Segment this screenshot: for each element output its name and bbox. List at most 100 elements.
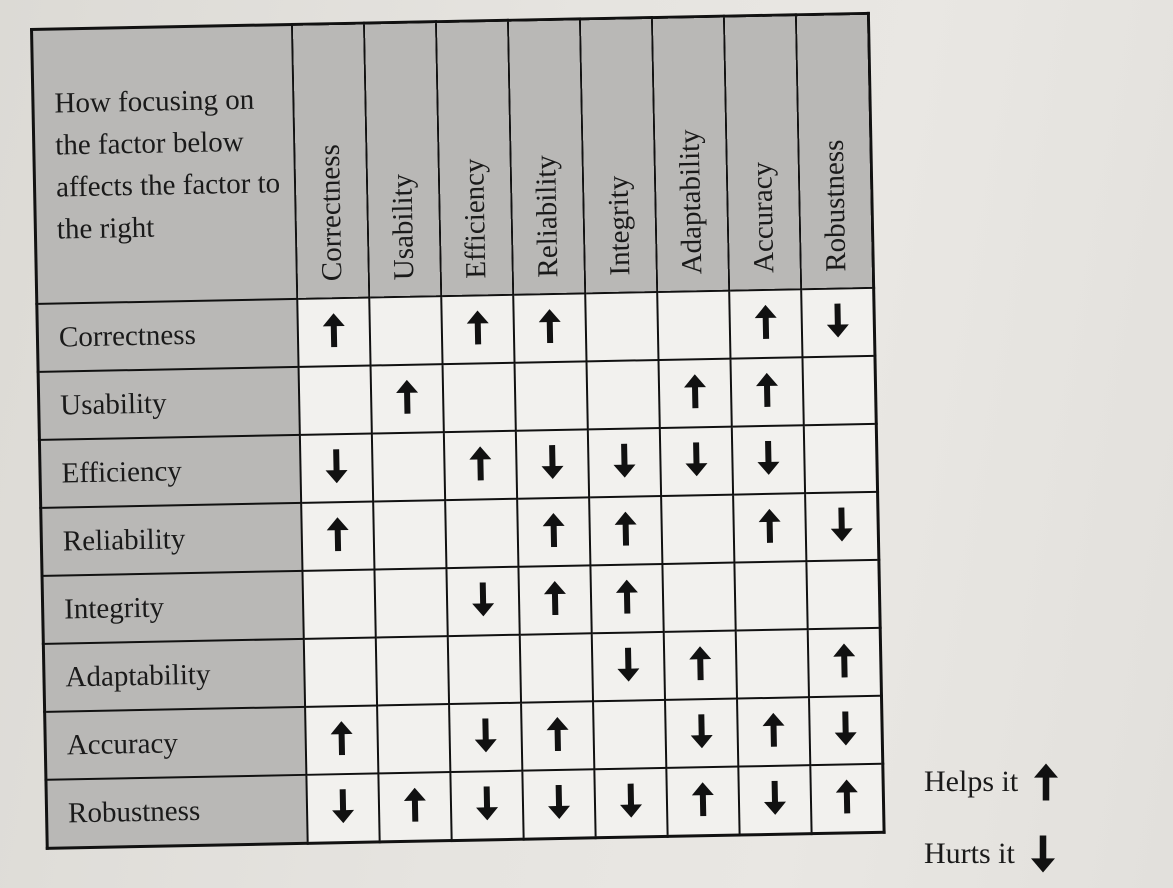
matrix-cell xyxy=(447,634,522,705)
matrix-cell xyxy=(593,699,667,770)
arrow-up-icon xyxy=(833,642,856,678)
matrix-cell xyxy=(665,698,739,768)
matrix-cell xyxy=(666,766,740,837)
arrow-up-icon xyxy=(538,308,561,343)
matrix-cell xyxy=(805,491,879,562)
matrix-cell xyxy=(378,772,452,842)
matrix-row-usability: Usability xyxy=(38,355,877,440)
matrix-cell xyxy=(515,429,590,499)
arrow-up-icon xyxy=(684,373,707,408)
legend-helps: Helps it xyxy=(924,762,1059,802)
column-header-adaptability: Adaptability xyxy=(651,16,730,293)
arrow-up-icon xyxy=(546,716,569,751)
arrow-down-icon xyxy=(685,441,708,476)
arrow-up-icon xyxy=(403,787,426,822)
arrow-down-icon xyxy=(826,302,849,338)
arrow-down-icon xyxy=(690,713,713,748)
matrix-cell xyxy=(443,430,518,501)
arrow-down-icon xyxy=(548,784,571,819)
matrix-cell xyxy=(586,359,660,430)
arrow-down-icon xyxy=(834,710,857,745)
arrow-down-icon xyxy=(541,444,564,479)
matrix-cell xyxy=(449,702,523,773)
arrow-down-icon xyxy=(1030,835,1055,873)
arrow-up-icon xyxy=(689,645,712,680)
matrix-cell xyxy=(738,765,812,836)
matrix-cell xyxy=(373,500,447,570)
matrix-table: How focusing on the factor below affects… xyxy=(30,11,886,850)
matrix-cell xyxy=(729,289,803,359)
matrix-cell xyxy=(734,561,808,631)
matrix-cell xyxy=(731,425,806,495)
matrix-cell xyxy=(589,495,663,566)
matrix-cell xyxy=(730,357,804,427)
arrow-down-icon xyxy=(757,440,780,475)
matrix-cell xyxy=(519,633,594,703)
matrix-cell xyxy=(299,433,374,503)
row-header-label: Adaptability xyxy=(43,638,306,712)
matrix-cell xyxy=(513,293,587,363)
matrix-cell xyxy=(807,627,882,698)
matrix-cell xyxy=(663,630,738,700)
arrow-up-icon xyxy=(835,778,858,814)
arrow-up-icon xyxy=(614,511,637,546)
matrix-cell xyxy=(442,362,516,433)
matrix-cell xyxy=(369,296,443,366)
matrix-cell xyxy=(657,290,731,360)
row-header-label: Accuracy xyxy=(44,706,307,780)
matrix-cell xyxy=(370,364,444,434)
matrix-row-robustness: Robustness xyxy=(45,763,885,849)
column-header-label: Integrity xyxy=(602,175,637,277)
arrow-up-icon xyxy=(615,579,638,614)
arrow-up-icon xyxy=(326,516,349,551)
matrix-row-accuracy: Accuracy xyxy=(44,695,883,780)
arrow-up-icon xyxy=(469,445,492,480)
arrow-down-icon xyxy=(476,785,499,820)
column-header-efficiency: Efficiency xyxy=(435,20,514,297)
arrow-up-icon xyxy=(754,304,777,339)
matrix-cell xyxy=(801,287,875,358)
row-header-label: Usability xyxy=(38,366,300,440)
factor-matrix: How focusing on the factor below affects… xyxy=(30,11,886,850)
matrix-cell xyxy=(658,358,732,428)
column-header-label: Accuracy xyxy=(746,161,781,274)
arrow-down-icon xyxy=(620,783,643,818)
corner-label: How focusing on the factor below affects… xyxy=(54,83,281,246)
matrix-row-efficiency: Efficiency xyxy=(39,423,878,508)
matrix-cell xyxy=(733,493,807,563)
matrix-row-adaptability: Adaptability xyxy=(43,627,882,712)
column-header-correctness: Correctness xyxy=(291,23,370,299)
corner-label-cell: How focusing on the factor below affects… xyxy=(31,24,298,304)
arrow-up-icon xyxy=(322,312,345,347)
matrix-cell xyxy=(450,770,524,841)
column-header-accuracy: Accuracy xyxy=(723,14,802,291)
row-header-label: Robustness xyxy=(45,774,308,849)
arrow-up-icon xyxy=(330,720,353,755)
matrix-row-integrity: Integrity xyxy=(42,559,881,644)
matrix-cell xyxy=(441,294,515,365)
matrix-cell xyxy=(803,423,878,494)
matrix-cell xyxy=(303,637,378,707)
matrix-cell xyxy=(514,361,588,431)
matrix-cell xyxy=(377,704,451,774)
row-header-label: Efficiency xyxy=(39,434,302,508)
column-header-robustness: Robustness xyxy=(795,13,874,290)
matrix-cell xyxy=(590,563,664,634)
arrow-up-icon xyxy=(396,379,419,414)
legend-helps-label: Helps it xyxy=(924,765,1019,798)
matrix-cell xyxy=(594,767,668,838)
matrix-cell xyxy=(374,568,448,638)
arrow-down-icon xyxy=(613,443,636,478)
matrix-cell xyxy=(591,631,666,702)
matrix-cell xyxy=(302,569,376,639)
arrow-down-icon xyxy=(474,717,497,752)
matrix-row-correctness: Correctness xyxy=(36,287,875,372)
matrix-cell xyxy=(587,427,662,498)
matrix-cell xyxy=(802,355,877,426)
arrow-up-icon xyxy=(542,512,565,547)
arrow-up-icon xyxy=(691,781,714,816)
matrix-cell xyxy=(806,559,881,630)
matrix-cell xyxy=(517,497,591,567)
matrix-cell xyxy=(445,498,519,569)
arrow-down-icon xyxy=(332,788,355,823)
